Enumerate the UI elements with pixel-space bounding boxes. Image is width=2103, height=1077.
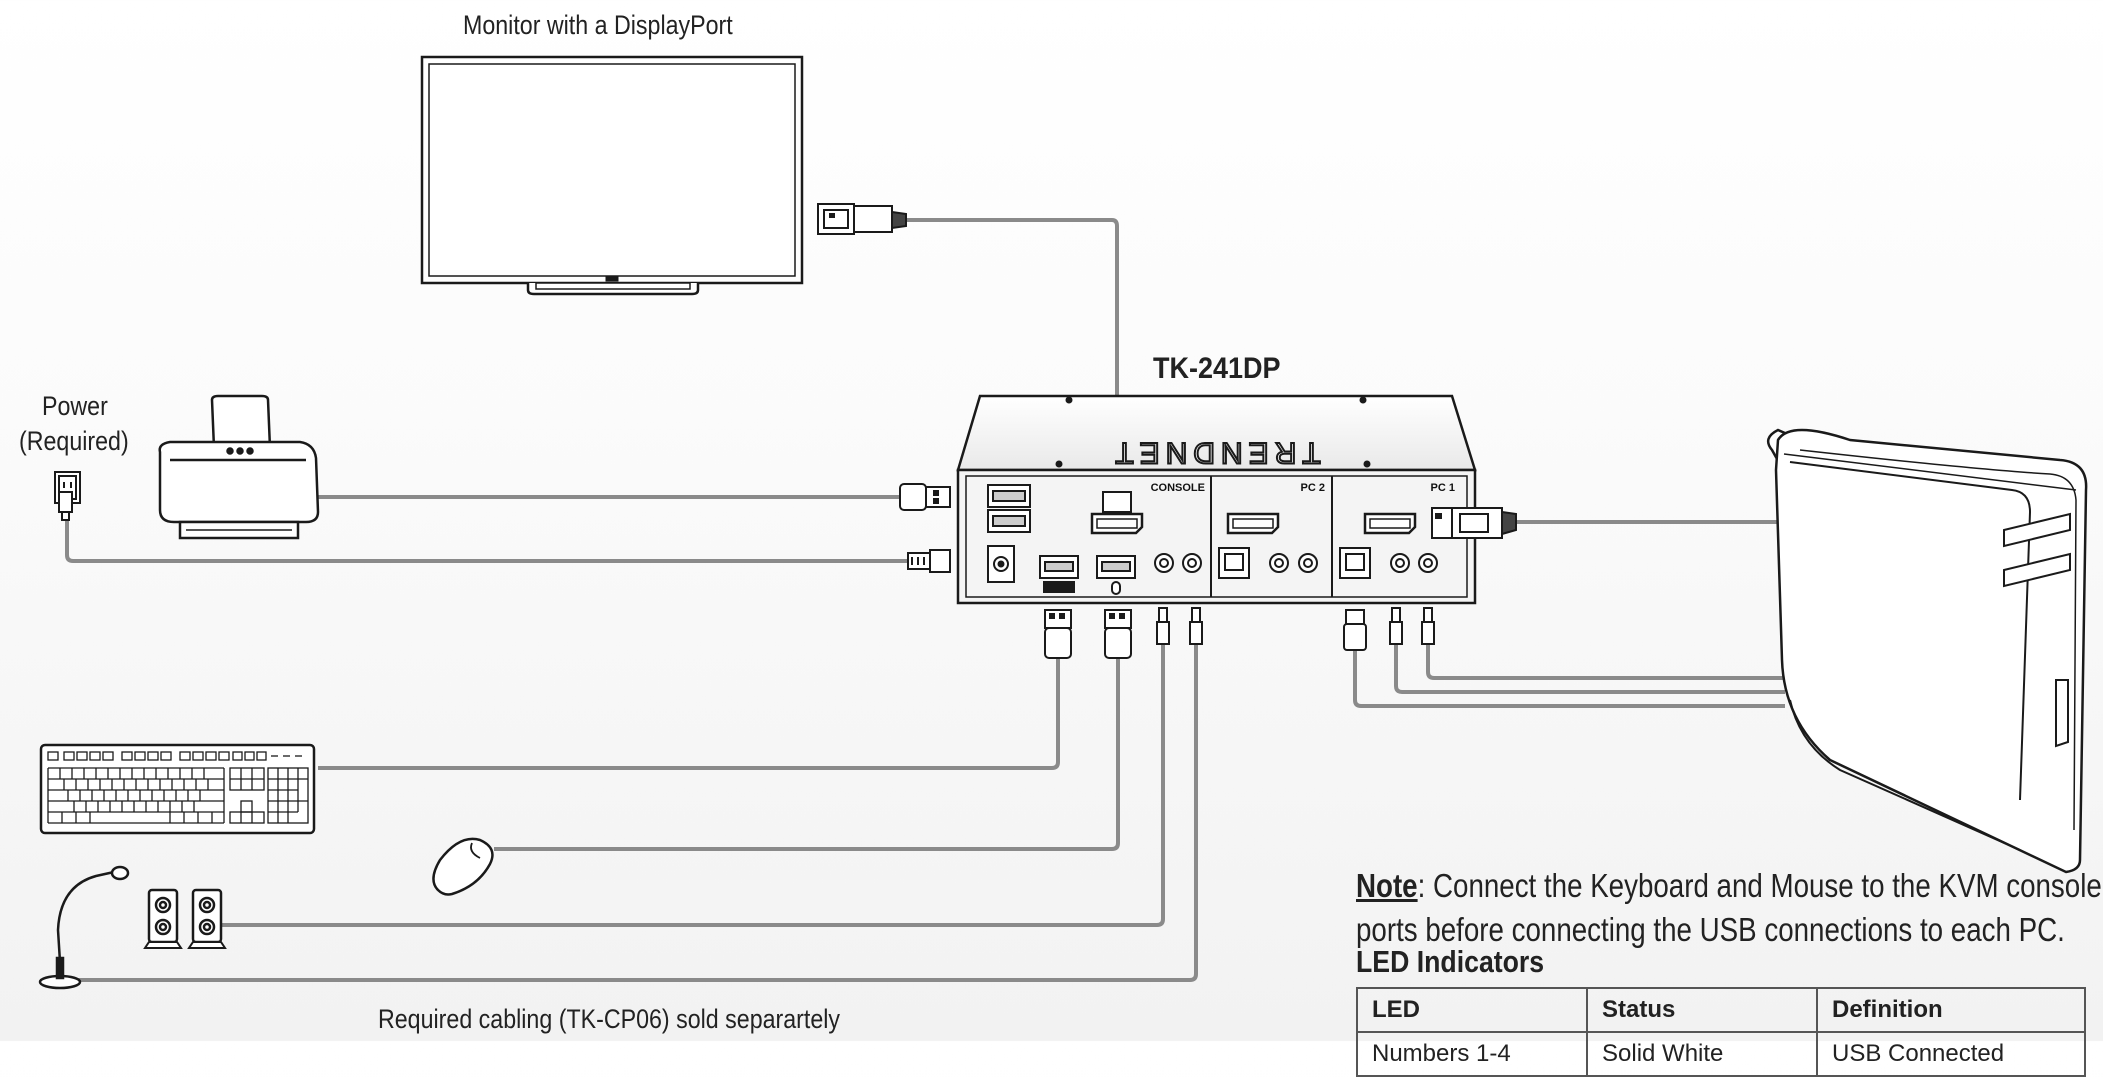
pc-plugs (1343, 607, 1435, 651)
power-label: Power (42, 391, 108, 421)
printer (158, 394, 320, 540)
header-status: Status (1586, 987, 1818, 1033)
usb-cable-keyboard (318, 650, 1060, 770)
usb-plug-mouse (1104, 609, 1132, 659)
monitor (420, 55, 804, 296)
port-label-pc1: PC 1 (1431, 482, 1455, 494)
audio-plugs-console (1156, 607, 1203, 645)
note-text: Note: Connect the Keyboard and Mouse to … (1356, 864, 2102, 952)
usb-plug-keyboard (1044, 609, 1072, 659)
led-table-header: LED Status Definition (1356, 987, 2086, 1033)
header-definition: Definition (1816, 987, 2086, 1033)
kvm-brand-logo: TRENDNET (1109, 436, 1320, 469)
usb-cable-pc (1353, 645, 1785, 708)
usb-plug-printer (899, 483, 951, 511)
keyboard (39, 743, 316, 835)
port-label-console: CONSOLE (1151, 482, 1205, 494)
pc-tower (1766, 428, 2088, 874)
mouse (432, 837, 494, 896)
cabling-label: Required cabling (TK-CP06) sold separart… (378, 1004, 841, 1034)
audio-cable-pc-2 (1426, 642, 1785, 680)
displayport-plug-monitor (817, 203, 907, 235)
note-prefix: Note (1356, 867, 1418, 904)
note-line1: : Connect the Keyboard and Mouse to the … (1417, 867, 2102, 904)
power-required-label: (Required) (19, 426, 129, 456)
header-led: LED (1356, 987, 1588, 1033)
displayport-cable-monitor (906, 218, 1119, 492)
led-indicators-title: LED Indicators (1356, 944, 1545, 979)
port-label-pc2: PC 2 (1301, 482, 1325, 494)
audio-cable-pc-1 (1394, 642, 1785, 694)
power-plug (907, 549, 951, 573)
model-label: TK-241DP (1153, 352, 1281, 385)
led-table: LED Status Definition Numbers 1-4 Solid … (1356, 987, 2086, 1077)
power-cable (65, 520, 908, 563)
table-row: Numbers 1-4 Solid White USB Connected (1356, 1031, 2086, 1077)
audio-cable-microphone (60, 642, 1198, 982)
monitor-label: Monitor with a DisplayPort (463, 10, 733, 40)
cell-definition: USB Connected (1816, 1031, 2086, 1077)
displayport-plug-pc1 (1431, 507, 1517, 539)
usb-cable-mouse (494, 652, 1120, 851)
cables (60, 218, 1790, 982)
microphone (38, 865, 130, 990)
speakers (143, 888, 227, 949)
kvm-switch: TRENDNET CONSOLE PC 2 PC 1 (956, 394, 1477, 605)
displayport-plug-console (1102, 491, 1132, 513)
connection-diagram: TRENDNET CONSOLE PC 2 PC 1 (38, 55, 2088, 990)
note-line2: ports before connecting the USB connecti… (1356, 911, 2065, 948)
cell-led: Numbers 1-4 (1356, 1031, 1588, 1077)
power-outlet (54, 471, 81, 521)
cell-status: Solid White (1586, 1031, 1818, 1077)
audio-cable-speakers (220, 642, 1165, 927)
